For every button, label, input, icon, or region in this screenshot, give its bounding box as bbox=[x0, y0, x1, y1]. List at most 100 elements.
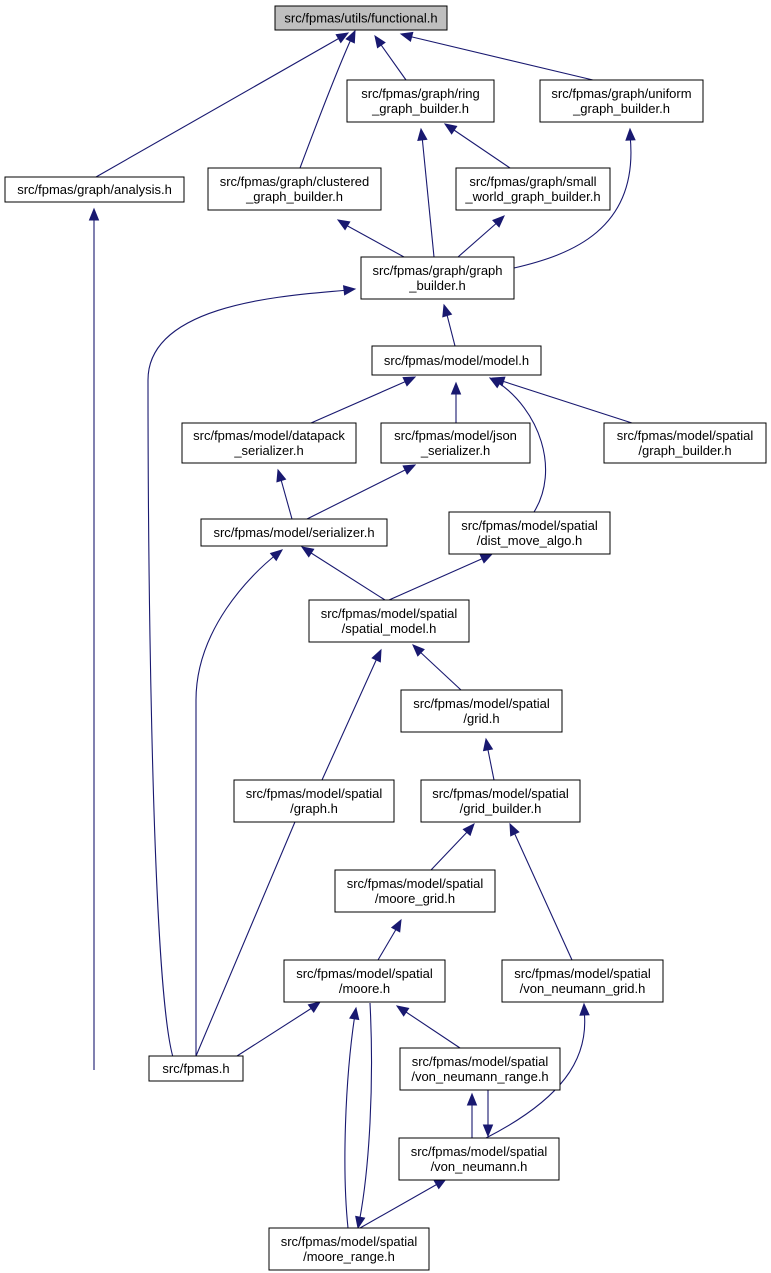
node-moore-range[interactable]: src/fpmas/model/spatial/moore_range.h bbox=[268, 1227, 430, 1271]
arrowhead-icon bbox=[342, 285, 357, 296]
edge-analysis-to-functional bbox=[95, 35, 344, 178]
node-label: src/fpmas/model/spatial bbox=[321, 606, 458, 621]
node-label: /spatial_model.h bbox=[342, 621, 437, 636]
node-spatial-model[interactable]: src/fpmas/model/spatial/spatial_model.h bbox=[308, 599, 470, 643]
node-label: _world_graph_builder.h bbox=[464, 189, 600, 204]
arrowhead-icon bbox=[88, 207, 100, 221]
node-label: _graph_builder.h bbox=[371, 101, 469, 116]
arrowhead-icon bbox=[479, 553, 494, 564]
arrowhead-icon bbox=[402, 464, 417, 475]
node-label: src/fpmas/graph/graph bbox=[372, 263, 502, 278]
arrowhead-icon bbox=[390, 918, 402, 933]
edge-spatial_graph-to-spatial_model bbox=[321, 655, 379, 781]
arrowhead-icon bbox=[395, 1005, 410, 1017]
node-label: src/fpmas/graph/analysis.h bbox=[17, 182, 172, 197]
node-spatial-graph-builder[interactable]: src/fpmas/model/spatial/graph_builder.h bbox=[603, 422, 767, 464]
node-label: /graph.h bbox=[290, 801, 338, 816]
node-label: src/fpmas/model/spatial bbox=[411, 1144, 548, 1159]
arrowhead-icon bbox=[466, 1092, 478, 1106]
node-box bbox=[207, 167, 382, 211]
node-label: src/fpmas/model/spatial bbox=[412, 1054, 549, 1069]
edge-fpmas-to-spatial_graph bbox=[486, 744, 495, 781]
node-functional[interactable]: src/fpmas/utils/functional.h bbox=[274, 5, 448, 31]
edge-graph_builder-to-small_world bbox=[457, 220, 500, 258]
node-label: src/fpmas/model/json bbox=[394, 428, 517, 443]
node-label: /von_neumann.h bbox=[431, 1159, 528, 1174]
node-serializer[interactable]: src/fpmas/model/serializer.h bbox=[200, 518, 388, 547]
node-moore[interactable]: src/fpmas/model/spatial/moore.h bbox=[283, 959, 446, 1003]
node-label: src/fpmas/graph/clustered bbox=[220, 174, 370, 189]
arrowhead-icon bbox=[579, 1002, 590, 1016]
arrowhead-icon bbox=[307, 1001, 322, 1013]
arrowhead-icon bbox=[462, 823, 475, 837]
edge-datapack-to-model bbox=[310, 379, 410, 424]
node-grid[interactable]: src/fpmas/model/spatial/grid.h bbox=[400, 689, 563, 733]
edge-graph_builder-to-clustered bbox=[343, 223, 405, 258]
node-dist-move[interactable]: src/fpmas/model/spatial/dist_move_algo.h bbox=[448, 511, 611, 555]
node-grid-builder[interactable]: src/fpmas/model/spatial/grid_builder.h bbox=[420, 779, 581, 823]
node-model[interactable]: src/fpmas/model/model.h bbox=[371, 345, 542, 376]
node-label: src/fpmas/graph/ring bbox=[361, 86, 480, 101]
node-graph-builder[interactable]: src/fpmas/graph/graph_builder.h bbox=[360, 256, 515, 300]
arrowhead-icon bbox=[355, 1215, 366, 1230]
node-box bbox=[448, 511, 611, 555]
edge-moore_grid-to-grid_builder bbox=[430, 828, 471, 871]
node-moore-grid[interactable]: src/fpmas/model/spatial/moore_grid.h bbox=[334, 869, 496, 913]
edge-vn-to-vn_grid bbox=[485, 1009, 586, 1139]
node-clustered[interactable]: src/fpmas/graph/clustered_graph_builder.… bbox=[207, 167, 382, 211]
node-analysis[interactable]: src/fpmas/graph/analysis.h bbox=[4, 176, 185, 203]
node-label: _serializer.h bbox=[420, 443, 490, 458]
edge-graph_builder-to-uniform bbox=[513, 134, 632, 269]
arrowhead-icon bbox=[300, 546, 315, 558]
arrowhead-icon bbox=[417, 127, 428, 142]
node-vn-grid[interactable]: src/fpmas/model/spatial/von_neumann_grid… bbox=[501, 959, 664, 1003]
node-label: /von_neumann_grid.h bbox=[520, 981, 646, 996]
node-label: /moore.h bbox=[339, 981, 390, 996]
node-datapack[interactable]: src/fpmas/model/datapack_serializer.h bbox=[181, 422, 357, 464]
arrowhead-icon bbox=[269, 549, 284, 562]
node-label: /grid_builder.h bbox=[460, 801, 542, 816]
node-label: _builder.h bbox=[408, 278, 465, 293]
edge-serializer-to-json bbox=[306, 467, 410, 520]
node-small-world[interactable]: src/fpmas/graph/small_world_graph_builde… bbox=[455, 167, 611, 211]
node-box bbox=[268, 1227, 430, 1271]
node-vn-range[interactable]: src/fpmas/model/spatial/von_neumann_rang… bbox=[399, 1047, 561, 1091]
node-box bbox=[420, 779, 581, 823]
node-ring[interactable]: src/fpmas/graph/ring_graph_builder.h bbox=[346, 79, 495, 123]
node-spatial-graph[interactable]: src/fpmas/model/spatial/graph.h bbox=[233, 779, 395, 823]
node-fpmas[interactable]: src/fpmas.h bbox=[148, 1055, 244, 1082]
node-box bbox=[501, 959, 664, 1003]
arrowhead-icon bbox=[349, 1006, 360, 1021]
edge-layer bbox=[88, 29, 636, 1230]
arrowhead-icon bbox=[276, 468, 287, 483]
edge-grid_builder-to-grid bbox=[195, 809, 301, 1057]
node-json[interactable]: src/fpmas/model/json_serializer.h bbox=[380, 422, 531, 464]
arrowhead-icon bbox=[625, 127, 636, 141]
node-box bbox=[4, 176, 185, 203]
node-box bbox=[380, 422, 531, 464]
node-label: src/fpmas/model/spatial bbox=[347, 876, 484, 891]
node-label: src/fpmas/graph/small bbox=[469, 174, 596, 189]
node-label: src/fpmas/model/spatial bbox=[413, 696, 550, 711]
node-box bbox=[233, 779, 395, 823]
node-layer: src/fpmas/utils/functional.h src/fpmas/gr… bbox=[4, 5, 767, 1271]
arrowhead-icon bbox=[450, 381, 462, 395]
arrowhead-icon bbox=[335, 32, 350, 44]
node-uniform[interactable]: src/fpmas/graph/uniform_graph_builder.h bbox=[539, 79, 704, 123]
node-box bbox=[400, 689, 563, 733]
edge-dist_move-to-model bbox=[495, 380, 547, 513]
edge-grid-to-spatial_model bbox=[417, 649, 462, 691]
edge-uniform-to-functional bbox=[407, 35, 594, 81]
edge-moore_range-to-moore bbox=[344, 1013, 356, 1229]
node-vn[interactable]: src/fpmas/model/spatial/von_neumann.h bbox=[398, 1137, 560, 1181]
edge-moore_range-to-vn bbox=[359, 1181, 442, 1229]
node-label: _graph_builder.h bbox=[245, 189, 343, 204]
node-label: /graph_builder.h bbox=[638, 443, 731, 458]
node-label: src/fpmas/model/serializer.h bbox=[213, 525, 374, 540]
node-label: src/fpmas/graph/uniform bbox=[551, 86, 691, 101]
arrowhead-icon bbox=[509, 822, 520, 837]
node-label: _graph_builder.h bbox=[572, 101, 670, 116]
node-label: /grid.h bbox=[463, 711, 499, 726]
node-box bbox=[148, 1055, 244, 1082]
